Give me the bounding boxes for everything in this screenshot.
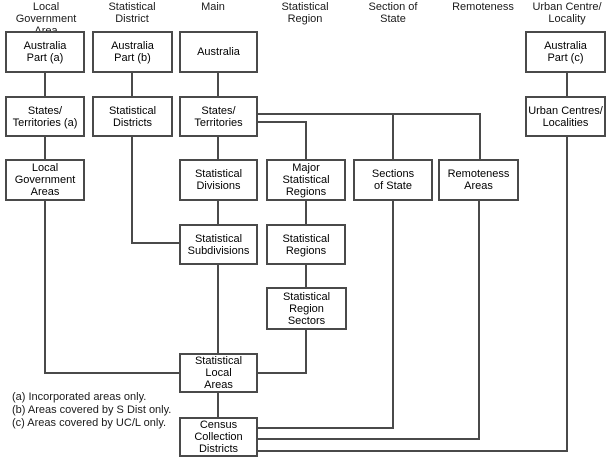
box-states-territories: States/ Territories [179,96,258,137]
column-header-main: Main [201,1,225,13]
connector-australia-b-to-sdists [131,73,133,97]
box-major-statistical-regions: Major Statistical Regions [266,159,346,201]
column-header-remoteness: Remoteness [452,1,514,13]
connector-states-branch-upper [258,113,481,115]
box-australia: Australia [179,31,258,73]
connector-sdists-down [131,136,133,244]
connector-subdivisions-to-sla [217,265,219,354]
box-statistical-subdivisions: Statistical Subdivisions [179,224,258,265]
connector-australia-c-to-ucl [566,73,568,97]
box-australia-part-c: Australia Part (c) [525,31,606,73]
column-header-statistical-region: Statistical Region [281,1,329,25]
connector-branch-to-sos [392,113,394,160]
box-statistical-region-sectors: Statistical Region Sectors [266,287,347,330]
connector-states-a-to-lga [44,136,46,160]
box-australia-part-b: Australia Part (b) [92,31,173,73]
box-statistical-districts: Statistical Districts [92,96,173,137]
connector-lga-down [44,200,46,374]
box-urban-centres-localities: Urban Centres/ Localities [525,96,606,137]
connector-sectors-down [305,330,307,374]
connector-remoteness-to-ccd [258,438,480,440]
connector-sectors-to-sla [258,372,307,374]
connector-states-to-divisions [217,136,219,160]
footnote-b: (b) Areas covered by S Dist only. [12,404,172,416]
box-sections-of-state: Sections of State [353,159,433,201]
connector-australia-to-states [217,73,219,97]
box-states-territories-a: States/ Territories (a) [5,96,85,137]
footnote-a: (a) Incorporated areas only. [12,391,147,403]
box-census-collection-districts: Census Collection Districts [179,417,258,457]
connector-sdists-to-subdivisions [131,242,181,244]
box-statistical-local-areas: Statistical Local Areas [179,353,258,393]
connector-ucl-to-ccd [258,450,568,452]
connector-australia-a-to-states-a [44,73,46,97]
connector-branch-to-remoteness [479,113,481,160]
connector-ucl-down [566,137,568,452]
connector-sregions-to-sectors [305,265,307,287]
connector-states-branch-lower [258,121,307,123]
box-australia-part-a: Australia Part (a) [5,31,85,73]
column-header-section-of-state: Section of State [368,1,418,25]
connector-lga-to-sla [44,372,181,374]
connector-sos-down [392,201,394,429]
box-local-government-areas: Local Government Areas [5,159,85,201]
footnotes: (a) Incorporated areas only. (b) Areas c… [12,391,171,430]
box-remoteness-areas: Remoteness Areas [438,159,519,201]
connector-sos-to-ccd [258,427,394,429]
footnote-c: (c) Areas covered by UC/L only. [12,417,167,429]
connector-branch-to-msr [305,121,307,160]
connector-sla-to-ccd [217,393,219,417]
column-header-statistical-district: Statistical District [108,1,156,25]
box-statistical-regions: Statistical Regions [266,224,346,265]
connector-remoteness-down [478,201,480,440]
connector-divisions-to-subdivisions [217,201,219,224]
box-statistical-divisions: Statistical Divisions [179,159,258,201]
column-header-urban-centre-locality: Urban Centre/ Locality [532,1,602,25]
connector-msr-to-sregions [305,201,307,224]
